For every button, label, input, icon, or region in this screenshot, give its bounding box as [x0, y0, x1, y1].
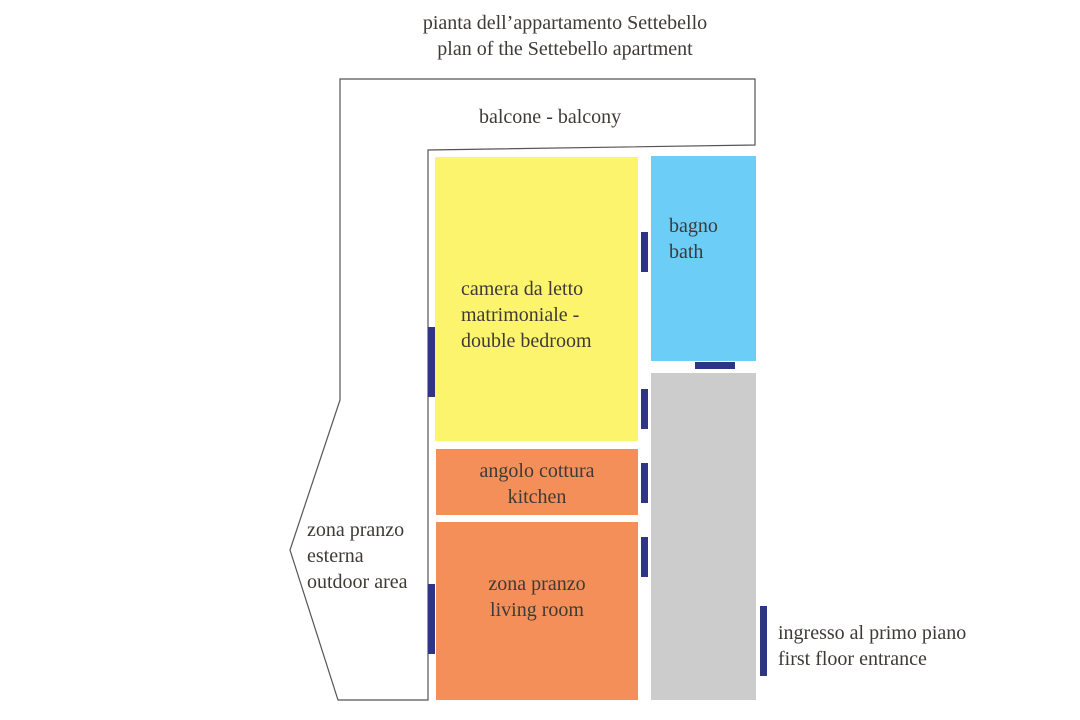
living-room-label: zona pranzo living room: [488, 573, 586, 621]
door-living-hall: [641, 537, 648, 577]
door-first-floor-entrance: [760, 606, 767, 676]
kitchen-label: angolo cottura kitchen: [479, 460, 595, 508]
title-english: plan of the Settebello apartment: [437, 38, 693, 60]
kitchen-wall-right: [581, 515, 638, 522]
entrance-label: ingresso al primo piano first floor entr…: [778, 622, 967, 670]
bath-label: bagno bath: [669, 215, 718, 263]
kitchen-area: [436, 449, 638, 515]
bedroom-area: [435, 157, 638, 441]
door-bath-hall: [695, 362, 735, 369]
living-room-area: [436, 522, 638, 700]
balcony-label: balcone - balcony: [479, 106, 622, 128]
apartment-outline: [289, 78, 756, 701]
hallway-area: [651, 373, 756, 700]
door-bath-bedroom: [641, 232, 648, 272]
door-living-outdoor: [428, 584, 435, 654]
title-italian: pianta dell’appartamento Settebello: [422, 12, 708, 34]
door-kitchen-hall: [641, 463, 648, 503]
plan-title: pianta dell’appartamento Settebello plan…: [340, 10, 790, 62]
door-bedroom-hall: [641, 389, 648, 429]
outdoor-area-label: zona pranzo esterna outdoor area: [307, 519, 408, 593]
bedroom-label: camera da letto matrimoniale - double be…: [461, 278, 592, 352]
door-bedroom-outdoor: [428, 327, 435, 397]
bath-area: [651, 156, 756, 361]
kitchen-wall-left: [436, 515, 492, 522]
